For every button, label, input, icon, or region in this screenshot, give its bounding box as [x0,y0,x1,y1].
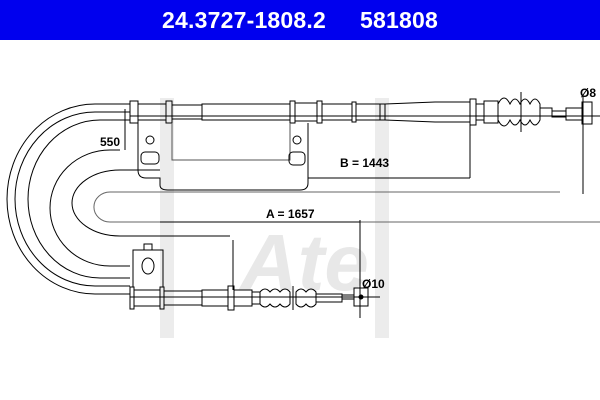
part-number: 24.3727-1808.2 [162,6,326,33]
cable-outer-loop [6,103,130,295]
dimension-550: 550 [100,135,120,149]
reference-number: 581808 [360,6,438,33]
watermark-text: Ate [238,218,369,307]
top-mounting-bracket [137,123,309,191]
diameter-bottom: Ø10 [362,277,385,291]
diameter-top: Ø8 [580,86,596,100]
title-bar: 24.3727-1808.2 581808 [0,0,600,40]
dimension-b: B = 1443 [340,156,389,170]
bottom-mounting-bracket [132,249,164,287]
dimension-a: A = 1657 [266,207,315,221]
cable-drawing: Ate [6,86,600,338]
